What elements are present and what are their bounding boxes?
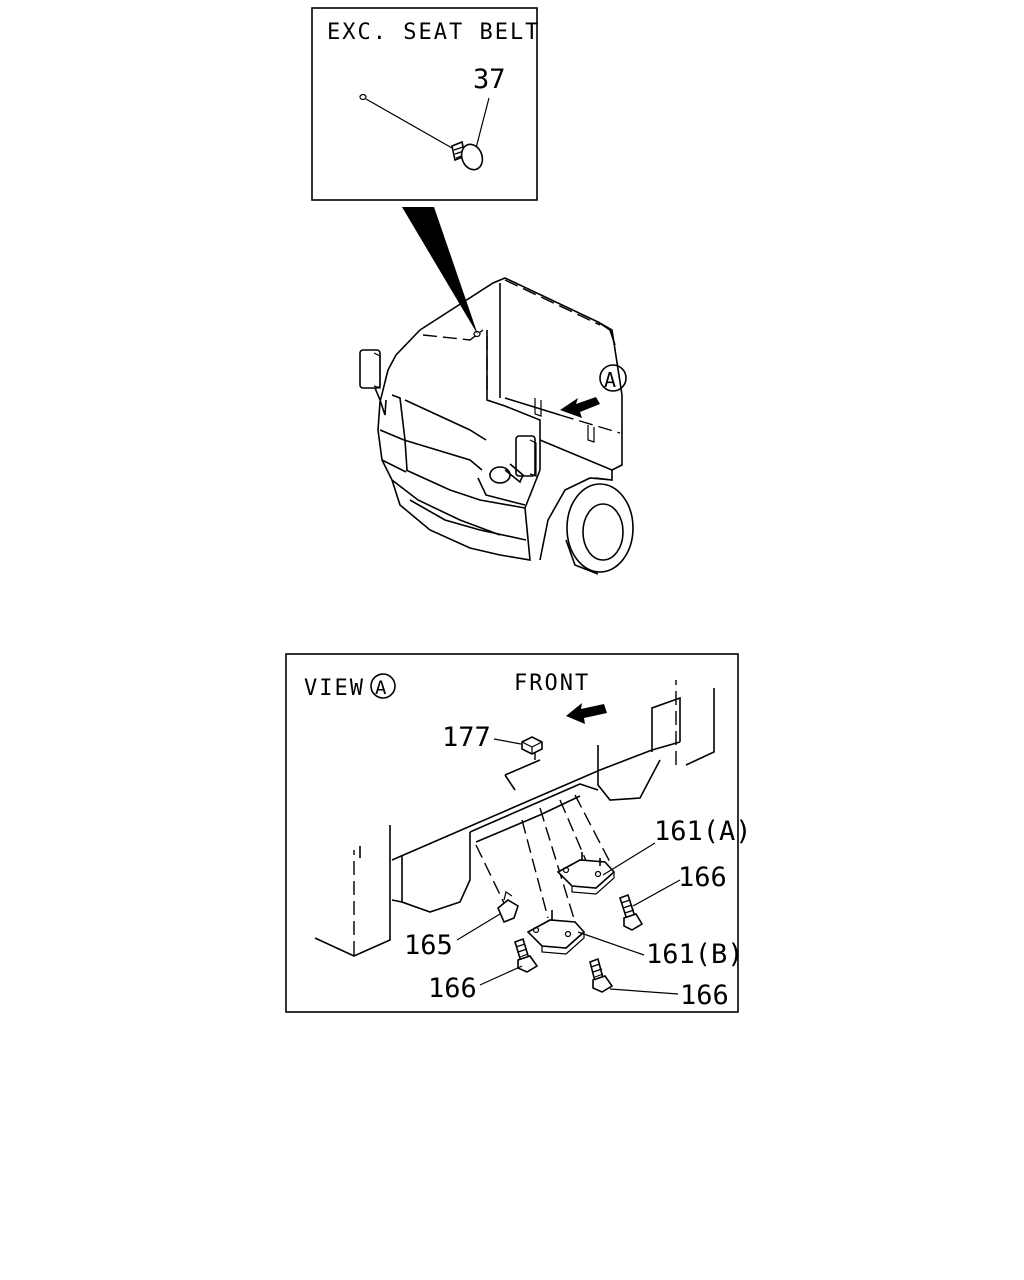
inset-caption: EXC. SEAT BELT	[327, 20, 540, 45]
hole-mark	[359, 93, 367, 101]
view-a-panel: VIEW A FRONT 177	[285, 653, 752, 1013]
front-label: FRONT	[514, 671, 590, 696]
view-title-marker: A	[370, 673, 396, 699]
part-label-166-lower-left: 166	[428, 973, 477, 1004]
view-marker-circle: A	[599, 364, 627, 392]
leader-37	[475, 97, 490, 149]
front-arrow	[566, 703, 607, 724]
clip-icon	[497, 891, 519, 924]
bracket-a-icon	[556, 852, 616, 895]
right-mirror	[489, 435, 537, 484]
part-label-165: 165	[404, 930, 453, 961]
bracket-b-icon	[526, 910, 586, 955]
part-label-166-upper: 166	[678, 862, 727, 893]
truck-illustration: A	[359, 277, 634, 575]
bolt-lower-left-icon	[514, 937, 539, 973]
bolt-upper-right-icon	[619, 893, 644, 931]
insertion-line	[365, 98, 453, 149]
callout-wedge	[402, 207, 478, 335]
view-arrow	[560, 397, 600, 418]
part-label-177: 177	[442, 722, 491, 753]
roof-hole-mark	[473, 330, 481, 338]
front-wheel	[566, 483, 634, 573]
part-label-161a: 161(A)	[654, 816, 752, 847]
view-frame	[285, 653, 739, 1013]
svg-text:A: A	[604, 368, 616, 392]
bolt-lower-right-icon	[589, 957, 614, 993]
part-label-37: 37	[473, 64, 506, 95]
inset-frame	[311, 7, 538, 201]
plug-icon	[451, 140, 484, 171]
svg-text:A: A	[375, 677, 387, 699]
part-label-166-lower-right: 166	[680, 980, 729, 1011]
view-title: VIEW	[304, 676, 365, 701]
left-mirror	[359, 349, 387, 416]
inset-panel: EXC. SEAT BELT 37	[311, 7, 540, 201]
part-label-161b: 161(B)	[646, 939, 744, 970]
nut-icon	[521, 736, 543, 755]
